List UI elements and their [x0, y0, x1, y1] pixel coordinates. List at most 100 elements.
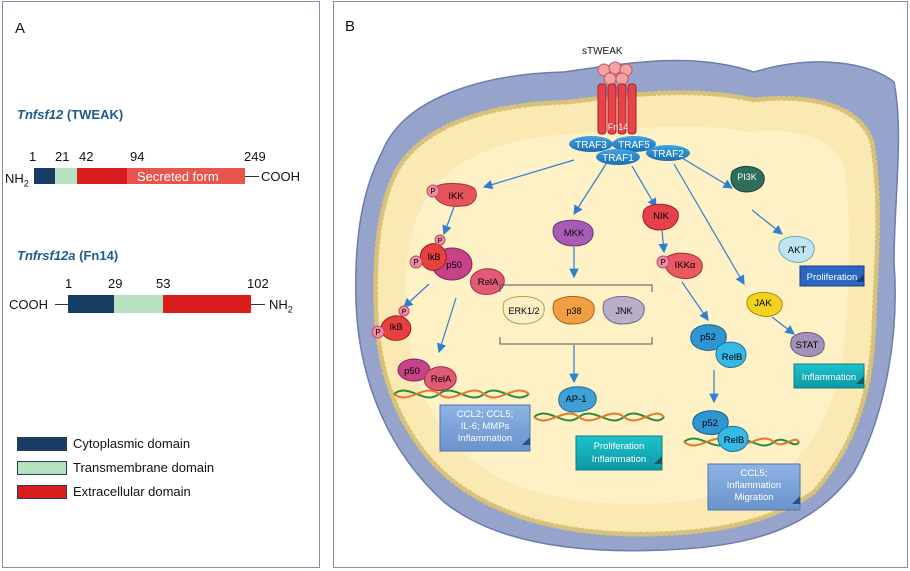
nuclear-rela-label: RelA — [431, 374, 452, 385]
fn14-pos-1: 1 — [65, 276, 73, 291]
tweak-n-terminus: NH2 — [5, 171, 29, 189]
fn14-extracellular-segment — [163, 295, 251, 313]
free-ikb-label: IkB — [389, 322, 402, 332]
fn14-pos-4: 102 — [247, 276, 269, 291]
ikka-node — [656, 252, 703, 279]
relb-output-line-2: Inflammation — [727, 480, 781, 491]
ap1-output-box — [575, 435, 663, 471]
relb-node — [715, 341, 747, 368]
ikk-node — [426, 183, 477, 207]
stat-output-label: Inflammation — [802, 372, 856, 383]
jak-node — [746, 292, 783, 317]
ap1-output-line-1: Proliferation — [594, 441, 645, 452]
free-ikb-phospho-label-1: P — [375, 328, 380, 337]
fn14-n-tail-line — [251, 304, 265, 305]
traf2-label: TRAF2 — [652, 149, 684, 160]
signal-arrows — [403, 157, 795, 404]
tweak-gene-title: Tnfsf12 (TWEAK) — [17, 108, 123, 121]
fn14-c-tail-line — [55, 304, 68, 305]
relb-output-line-1: CCL5; — [741, 468, 768, 479]
pathway-diagram: sTWEAK Fn14 TRAF3 TRAF5 TRAF1 TRAF2 — [354, 46, 900, 552]
fn14-n-terminus: NH2 — [269, 297, 293, 315]
akt-label: AKT — [788, 245, 807, 256]
panel-a-label: A — [15, 20, 26, 37]
relb-label: RelB — [722, 352, 743, 363]
fn14-transmembrane-segment — [114, 295, 163, 313]
fn14-receptor-label: Fn14 — [608, 122, 629, 132]
ikka-phospho-label: P — [660, 258, 665, 267]
fn14-receptor-icon — [597, 83, 637, 135]
relb-output-box — [707, 463, 801, 511]
akt-output-box — [799, 265, 865, 287]
ap1-label: AP-1 — [565, 394, 586, 405]
nik-label: NIK — [653, 211, 670, 222]
mkk-label: MKK — [564, 228, 585, 239]
pi3k-label: PI3K — [737, 172, 757, 182]
nuclear-p50-label: p50 — [404, 366, 420, 377]
stat-label: STAT — [796, 340, 819, 351]
jnk-node — [602, 296, 645, 325]
p52-label: p52 — [700, 332, 716, 343]
erk-node — [502, 296, 545, 325]
tweak-pos-2: 21 — [55, 149, 70, 164]
fn14-cytoplasmic-segment — [68, 295, 114, 313]
mkk-node — [552, 219, 594, 247]
fn14-pos-2: 29 — [108, 276, 123, 291]
ap1-node — [558, 386, 597, 413]
stweak-label: sTWEAK — [582, 46, 623, 57]
nik-node — [642, 203, 679, 231]
pi3k-node — [730, 166, 765, 193]
legend-label-transmembrane: Transmembrane domain — [73, 460, 215, 475]
rela-label: RelA — [478, 277, 499, 288]
ikb-phospho-label-2: P — [438, 238, 443, 245]
akt-node — [778, 236, 815, 263]
phospho-ikb-free — [371, 305, 412, 341]
jnk-label: JNK — [615, 306, 632, 316]
akt-output-label: Proliferation — [807, 272, 858, 283]
p38-node — [552, 296, 595, 325]
panel-a: A Tnfsf12 (TWEAK) 1 21 42 94 249 NH2 Sec… — [2, 1, 320, 568]
traf3-label: TRAF3 — [575, 140, 607, 151]
p50-label: p50 — [446, 260, 462, 271]
panel-b-label: B — [345, 18, 356, 35]
tweak-c-terminus: COOH — [261, 169, 300, 184]
nfkb-output-box — [439, 404, 531, 452]
tweak-pos-4: 94 — [130, 149, 145, 164]
legend-swatch-transmembrane — [17, 461, 67, 475]
ikka-label: IKKα — [675, 260, 696, 271]
fn14-gene-symbol: Tnfrsf12a — [17, 248, 76, 263]
ikb-p50-rela-complex — [409, 234, 505, 295]
legend-swatch-extracellular — [17, 485, 67, 499]
ikb-phospho-label-1: P — [413, 258, 418, 267]
nuclear-relb-label: RelB — [724, 435, 745, 446]
nfkb-output-line-1: CCL2; CCL5; — [457, 409, 514, 420]
tweak-cytoplasmic-segment — [34, 168, 55, 184]
stat-output-box — [793, 363, 865, 389]
mapk-bracket — [499, 284, 653, 345]
fn14-pos-3: 53 — [156, 276, 171, 291]
ikk-phospho-label: P — [430, 187, 435, 196]
relb-output-line-3: Migration — [734, 492, 773, 503]
tweak-pos-1: 1 — [29, 149, 37, 164]
traf-complex — [569, 136, 690, 165]
ap1-output-line-2: Inflammation — [592, 454, 646, 465]
p38-label: p38 — [566, 306, 581, 316]
ikk-label: IKK — [448, 191, 464, 202]
fn14-c-terminus: COOH — [9, 297, 48, 312]
fn14-protein-name: (Fn14) — [79, 248, 119, 263]
nfkb-output-line-2: IL-6; MMPs — [461, 421, 510, 432]
erk-label: ERK1/2 — [508, 306, 539, 316]
nuclear-relb-node — [717, 425, 749, 452]
free-ikb-phospho-label-2: P — [402, 309, 407, 316]
legend-swatch-cytoplasmic — [17, 437, 67, 451]
tweak-c-tail-line — [245, 176, 259, 177]
dna-helix-icons — [393, 389, 800, 447]
nuclear-p52-label: p52 — [702, 418, 718, 429]
nfkb-dimer-nuclear — [397, 358, 457, 391]
legend-label-extracellular: Extracellular domain — [73, 484, 191, 499]
stweak-ligand-icon — [597, 61, 633, 86]
tweak-pos-5: 249 — [244, 149, 266, 164]
tweak-protein-name: (TWEAK) — [66, 107, 124, 122]
tweak-secreted-segment — [127, 168, 245, 184]
tweak-pos-3: 42 — [79, 149, 94, 164]
